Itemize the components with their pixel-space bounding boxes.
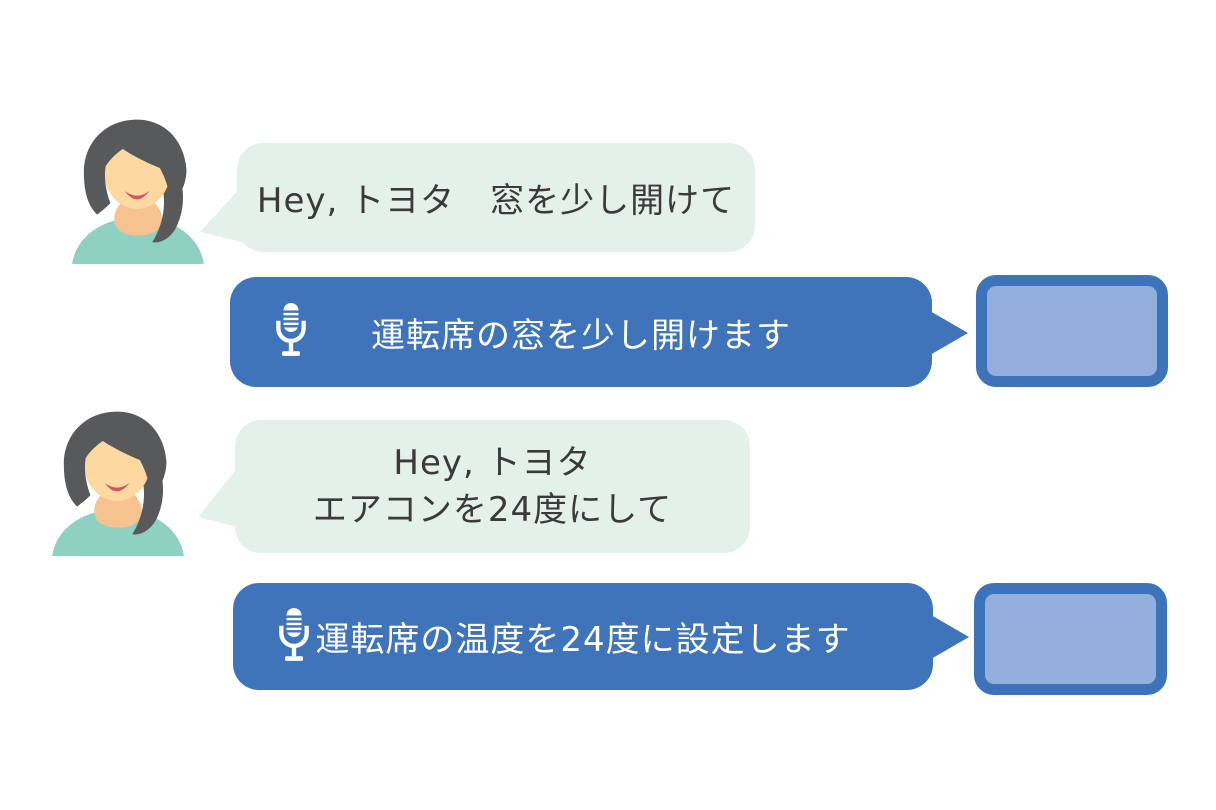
car-display-screen: [976, 275, 1168, 387]
car-display-screen: [974, 583, 1167, 695]
user-utterance-line-1: Hey, トヨタ: [393, 442, 592, 483]
avatar-hair: [83, 119, 187, 215]
user-utterance-line-2: エアコンを24度にして: [312, 489, 673, 530]
user-utterance: Hey, トヨタ 窓を少し開けて: [256, 181, 736, 221]
microphone-icon: [279, 607, 309, 661]
assistant-response-bubble: 運転席の温度を24度に設定します: [233, 583, 933, 690]
avatar-smile: [104, 482, 130, 492]
bubble-arrow-icon: [930, 311, 968, 355]
avatar-smile: [124, 190, 150, 200]
bubble-arrow-icon: [931, 615, 969, 659]
user-avatar: [52, 411, 184, 556]
assistant-response-bubble: 運転席の窓を少し開けます: [230, 277, 932, 387]
assistant-response-text: 運転席の窓を少し開けます: [371, 315, 791, 356]
assistant-response-text: 運転席の温度を24度に設定します: [315, 620, 851, 660]
user-speech-bubble: Hey, トヨタ 窓を少し開けて: [237, 143, 755, 252]
speech-bubble-tail: [200, 186, 242, 242]
speech-bubble-tail: [198, 467, 238, 527]
user-speech-bubble: Hey, トヨタ エアコンを24度にして: [235, 420, 750, 553]
microphone-icon: [276, 302, 306, 356]
avatar-hair: [63, 411, 167, 507]
user-avatar: [72, 119, 204, 264]
